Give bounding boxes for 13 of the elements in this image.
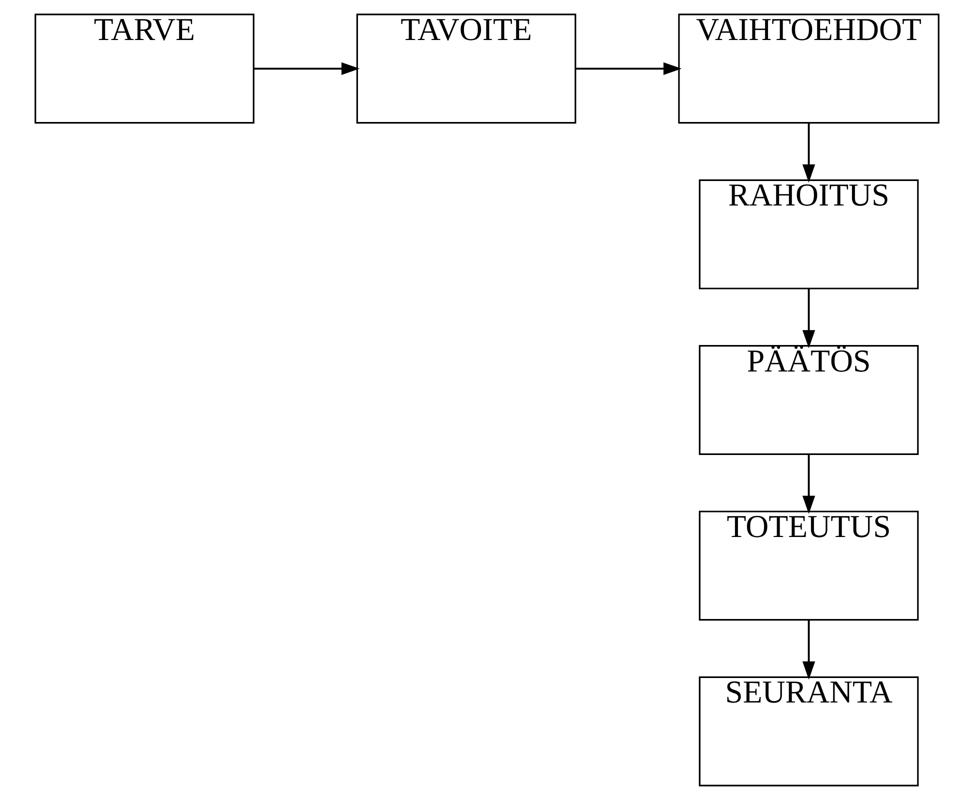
node-box: TAVOITE xyxy=(356,14,576,124)
arrow xyxy=(802,288,816,348)
arrow xyxy=(254,62,360,76)
node-box: RAHOITUS xyxy=(698,179,919,290)
arrow xyxy=(802,620,816,680)
node-box: TARVE xyxy=(34,14,254,124)
arrow xyxy=(576,62,682,76)
node-box: PÄÄTÖS xyxy=(698,345,919,455)
arrow xyxy=(802,123,816,183)
node-box: TOTEUTUS xyxy=(698,510,919,621)
node-box: VAIHTOEHDOT xyxy=(678,14,940,124)
arrow xyxy=(802,454,816,514)
node-box: SEURANTA xyxy=(698,676,919,786)
